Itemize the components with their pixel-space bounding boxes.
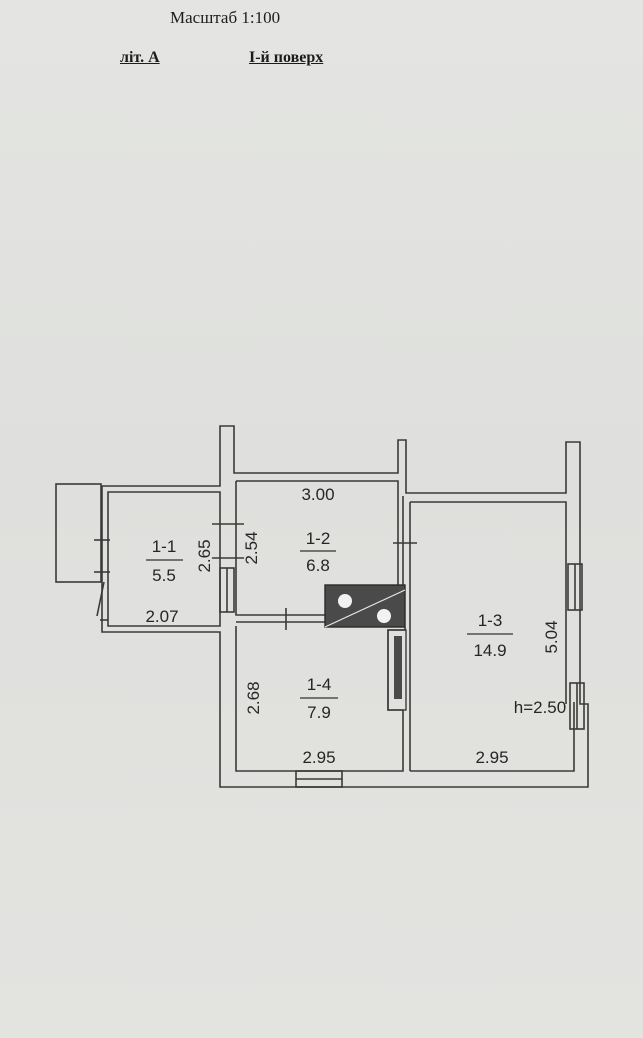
room-1-2-walls (236, 480, 399, 585)
room-1-2-id: 1-2 (306, 529, 331, 548)
porch-outline (55, 483, 102, 583)
room-1-1-depth: 2.65 (195, 539, 214, 572)
room-1-3-depth: 5.04 (542, 620, 561, 653)
room-1-1-id: 1-1 (152, 537, 177, 556)
stove-burner (377, 609, 391, 623)
building-letter: літ. А (120, 49, 160, 66)
room-1-3-width: 2.95 (475, 748, 508, 767)
room-1-2-area: 6.8 (306, 556, 330, 575)
room-1-4-area: 7.9 (307, 703, 331, 722)
building-outline (101, 425, 589, 788)
room-1-2-width: 3.00 (301, 485, 334, 504)
room-1-3-walls (410, 501, 567, 704)
scale-label: Масштаб 1:100 (170, 8, 281, 27)
ceiling-height: h=2.50 (514, 698, 566, 717)
room-1-4-width: 2.95 (302, 748, 335, 767)
room-1-1-walls (107, 491, 221, 627)
room-1-4-depth: 2.68 (244, 681, 263, 714)
chimney (387, 629, 407, 711)
floor-title: І-й поверх (249, 49, 324, 66)
stove-burner (338, 594, 352, 608)
room-1-3-area: 14.9 (473, 641, 506, 660)
room-1-3-id: 1-3 (478, 611, 503, 630)
room-1-4-id: 1-4 (307, 675, 332, 694)
stove (324, 584, 406, 628)
room-1-1-area: 5.5 (152, 566, 176, 585)
room-1-1-width: 2.07 (145, 607, 178, 626)
room-1-2-depth: 2.54 (242, 531, 261, 564)
